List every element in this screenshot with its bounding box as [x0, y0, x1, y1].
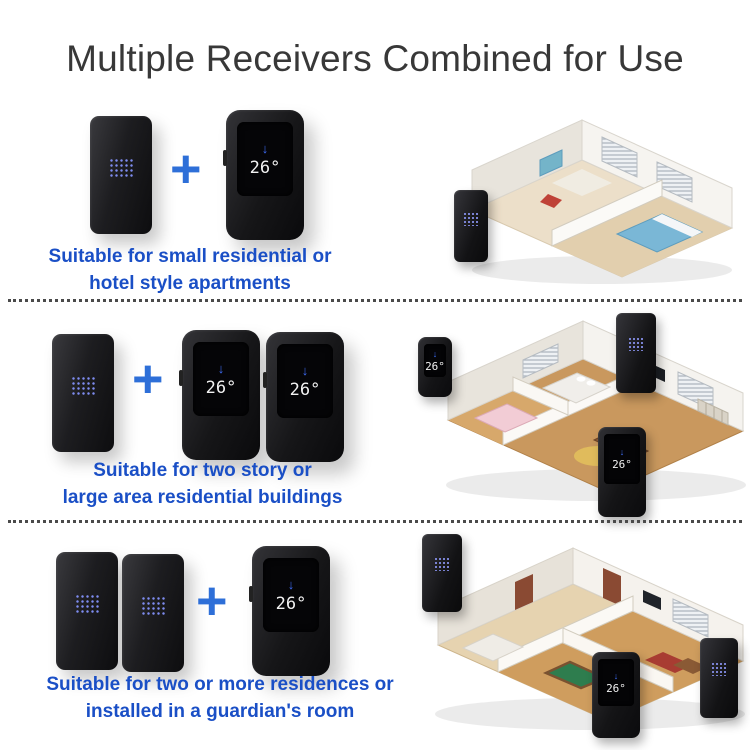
plus-icon: + — [132, 349, 164, 409]
signal-indicator-icon: ↓ — [261, 140, 269, 156]
speaker-dot-grid-icon — [75, 594, 99, 614]
transmitter-device — [90, 116, 152, 234]
speaker-dot-grid-icon — [711, 662, 727, 676]
receiver-screen: ↓ 26° — [604, 434, 640, 484]
transmitter-device — [56, 552, 118, 670]
receiver-screen: ↓ 26° — [598, 659, 634, 707]
temperature-reading: 26° — [425, 359, 445, 373]
signal-indicator-icon: ↓ — [217, 360, 225, 376]
speaker-dot-grid-icon — [434, 557, 450, 572]
floorplan-illustration — [470, 119, 734, 284]
plus-icon: + — [196, 571, 228, 631]
speaker-dot-grid-icon — [463, 211, 479, 226]
receiver-screen: ↓ 26° — [237, 122, 293, 196]
placed-transmitter — [616, 313, 656, 393]
receiver-device: ↓ 26° — [223, 110, 304, 240]
temperature-reading: 26° — [275, 593, 307, 614]
receiver-screen: ↓ 26° — [424, 344, 446, 377]
receiver-device: ↓ 26° — [179, 330, 260, 460]
temperature-reading: 26° — [249, 157, 281, 178]
transmitter-device — [122, 554, 184, 672]
temperature-reading: 26° — [606, 681, 626, 695]
temperature-reading: 26° — [612, 457, 632, 471]
placed-transmitter — [454, 190, 488, 262]
receiver-device: ↓ 26° — [249, 546, 330, 676]
signal-indicator-icon: ↓ — [287, 576, 295, 592]
receiver-screen: ↓ 26° — [263, 558, 319, 632]
signal-indicator-icon: ↓ — [619, 446, 625, 457]
section-caption: Suitable for two or more residences or i… — [46, 674, 394, 722]
speaker-dot-grid-icon — [71, 376, 95, 396]
dotted-divider — [8, 299, 742, 302]
temperature-reading: 26° — [289, 379, 321, 400]
page-title: Multiple Receivers Combined for Use — [66, 38, 684, 79]
section-caption: Suitable for small residential or hotel … — [48, 246, 332, 294]
placed-transmitter — [700, 638, 738, 718]
placed-receiver: ↓ 26° — [418, 337, 452, 397]
floorplan-large-residence: ↓ 26° ↓ 26° — [398, 303, 750, 521]
placed-transmitter — [422, 534, 462, 612]
signal-indicator-icon: ↓ — [432, 348, 438, 359]
speaker-dot-grid-icon — [141, 596, 165, 616]
receiver-screen: ↓ 26° — [193, 342, 249, 416]
temperature-reading: 26° — [205, 377, 237, 398]
placed-receiver: ↓ 26° — [592, 652, 640, 738]
receiver-device: ↓ 26° — [263, 332, 344, 462]
dotted-divider — [8, 520, 742, 523]
placed-receiver: ↓ 26° — [598, 427, 646, 517]
plus-icon: + — [170, 139, 202, 199]
floorplan-guardian-residence: ↓ 26° — [398, 526, 750, 750]
signal-indicator-icon: ↓ — [613, 670, 619, 681]
floorplan-illustration — [446, 320, 746, 501]
floorplan-small-apartment — [412, 98, 747, 293]
speaker-dot-grid-icon — [628, 337, 644, 351]
transmitter-device — [52, 334, 114, 452]
receiver-screen: ↓ 26° — [277, 344, 333, 418]
section-caption: Suitable for two story or large area res… — [62, 460, 343, 508]
signal-indicator-icon: ↓ — [301, 362, 309, 378]
speaker-dot-grid-icon — [109, 158, 133, 178]
